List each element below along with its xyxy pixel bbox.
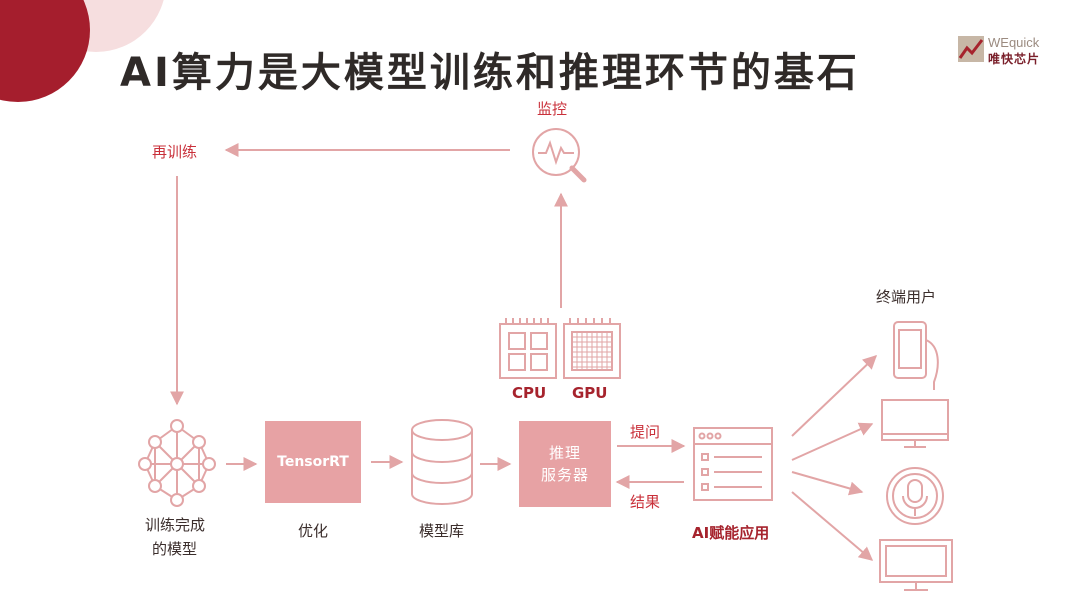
- gpu-label: GPU: [572, 384, 608, 402]
- arrow-app-to-phone: [791, 355, 878, 437]
- brand-name-cn: 唯快芯片: [988, 52, 1041, 66]
- inference-server-label-line1: 推理: [548, 444, 581, 462]
- app-window-icon: [693, 427, 773, 501]
- page-title: AI算力是大模型训练和推理环节的基石: [120, 50, 860, 96]
- brand-mark-icon: [958, 36, 984, 62]
- inference-server-box: 推理 服务器: [519, 421, 611, 507]
- ai-app-label: AI赋能应用: [692, 524, 770, 542]
- arrow-app-to-speaker: [791, 471, 864, 496]
- desktop-icon: [879, 539, 953, 591]
- arrow-app-to-monitor: [791, 422, 874, 461]
- cpu-chip-icon: [499, 318, 557, 379]
- brand-logo: WEquick 唯快芯片: [958, 35, 1058, 68]
- ask-label: 提问: [630, 423, 661, 441]
- database-icon: [411, 419, 473, 505]
- tensorrt-label: TensorRT: [277, 454, 349, 470]
- tensorrt-box: TensorRT: [265, 421, 361, 503]
- optimize-label: 优化: [298, 522, 329, 540]
- phone-icon: [893, 321, 939, 390]
- end-user-label: 终端用户: [876, 288, 937, 306]
- inference-server-label-line2: 服务器: [540, 466, 589, 484]
- brand-name-en: WEquick: [988, 35, 1040, 50]
- decor-circle-dark: [0, 0, 90, 102]
- trained-model-label-line2: 的模型: [152, 540, 198, 558]
- cpu-label: CPU: [512, 384, 547, 402]
- result-label: 结果: [630, 493, 661, 511]
- retrain-label: 再训练: [152, 143, 198, 161]
- neural-network-icon: [138, 419, 216, 507]
- magnifier-chart-icon: [532, 128, 587, 183]
- trained-model-label-line1: 训练完成: [145, 516, 206, 534]
- gpu-chip-icon: [563, 318, 621, 379]
- voice-assistant-icon: [886, 467, 944, 525]
- monitor-label: 监控: [537, 100, 568, 118]
- arrow-app-to-desktop: [791, 491, 874, 561]
- monitor-icon: [881, 399, 949, 448]
- model-repo-label: 模型库: [419, 522, 465, 540]
